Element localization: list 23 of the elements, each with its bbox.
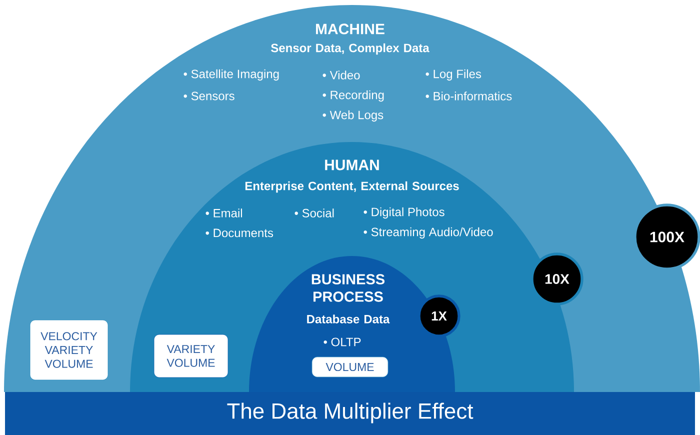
bullet-item: • Satellite Imaging: [184, 69, 279, 81]
band-subheading: Sensor Data, Complex Data: [271, 43, 430, 55]
bullet-item: • Video: [322, 70, 360, 80]
bullet-item: • Bio-informatics: [426, 92, 512, 100]
bullet-item: • Recording: [322, 90, 384, 102]
bullet-item: • Web Logs: [322, 110, 384, 122]
band-subheading: Enterprise Content, External Sources: [245, 181, 459, 193]
bullet-item: • Documents: [206, 228, 274, 238]
title-banner: The Data Multiplier Effect: [5, 392, 695, 435]
bullet-item: • Streaming Audio/Video: [364, 227, 493, 239]
bullet-item: • OLTP: [324, 338, 361, 346]
bullet-item: • Sensors: [184, 92, 234, 100]
band-heading: BUSINESS PROCESS: [312, 274, 385, 302]
label-box: VELOCITY VARIETY VOLUME: [30, 320, 108, 380]
bullet-item: • Log Files: [426, 69, 482, 81]
band-heading: MACHINE: [316, 24, 384, 34]
label-box: VARIETY VOLUME: [154, 334, 228, 378]
bullet-item: • Social: [294, 208, 334, 218]
band-subheading: Database Data: [307, 314, 390, 324]
band-heading: HUMAN: [325, 160, 379, 170]
bullet-item: • Digital Photos: [364, 207, 444, 219]
label-box: VOLUME: [312, 356, 388, 378]
bullet-item: • Email: [206, 208, 242, 218]
